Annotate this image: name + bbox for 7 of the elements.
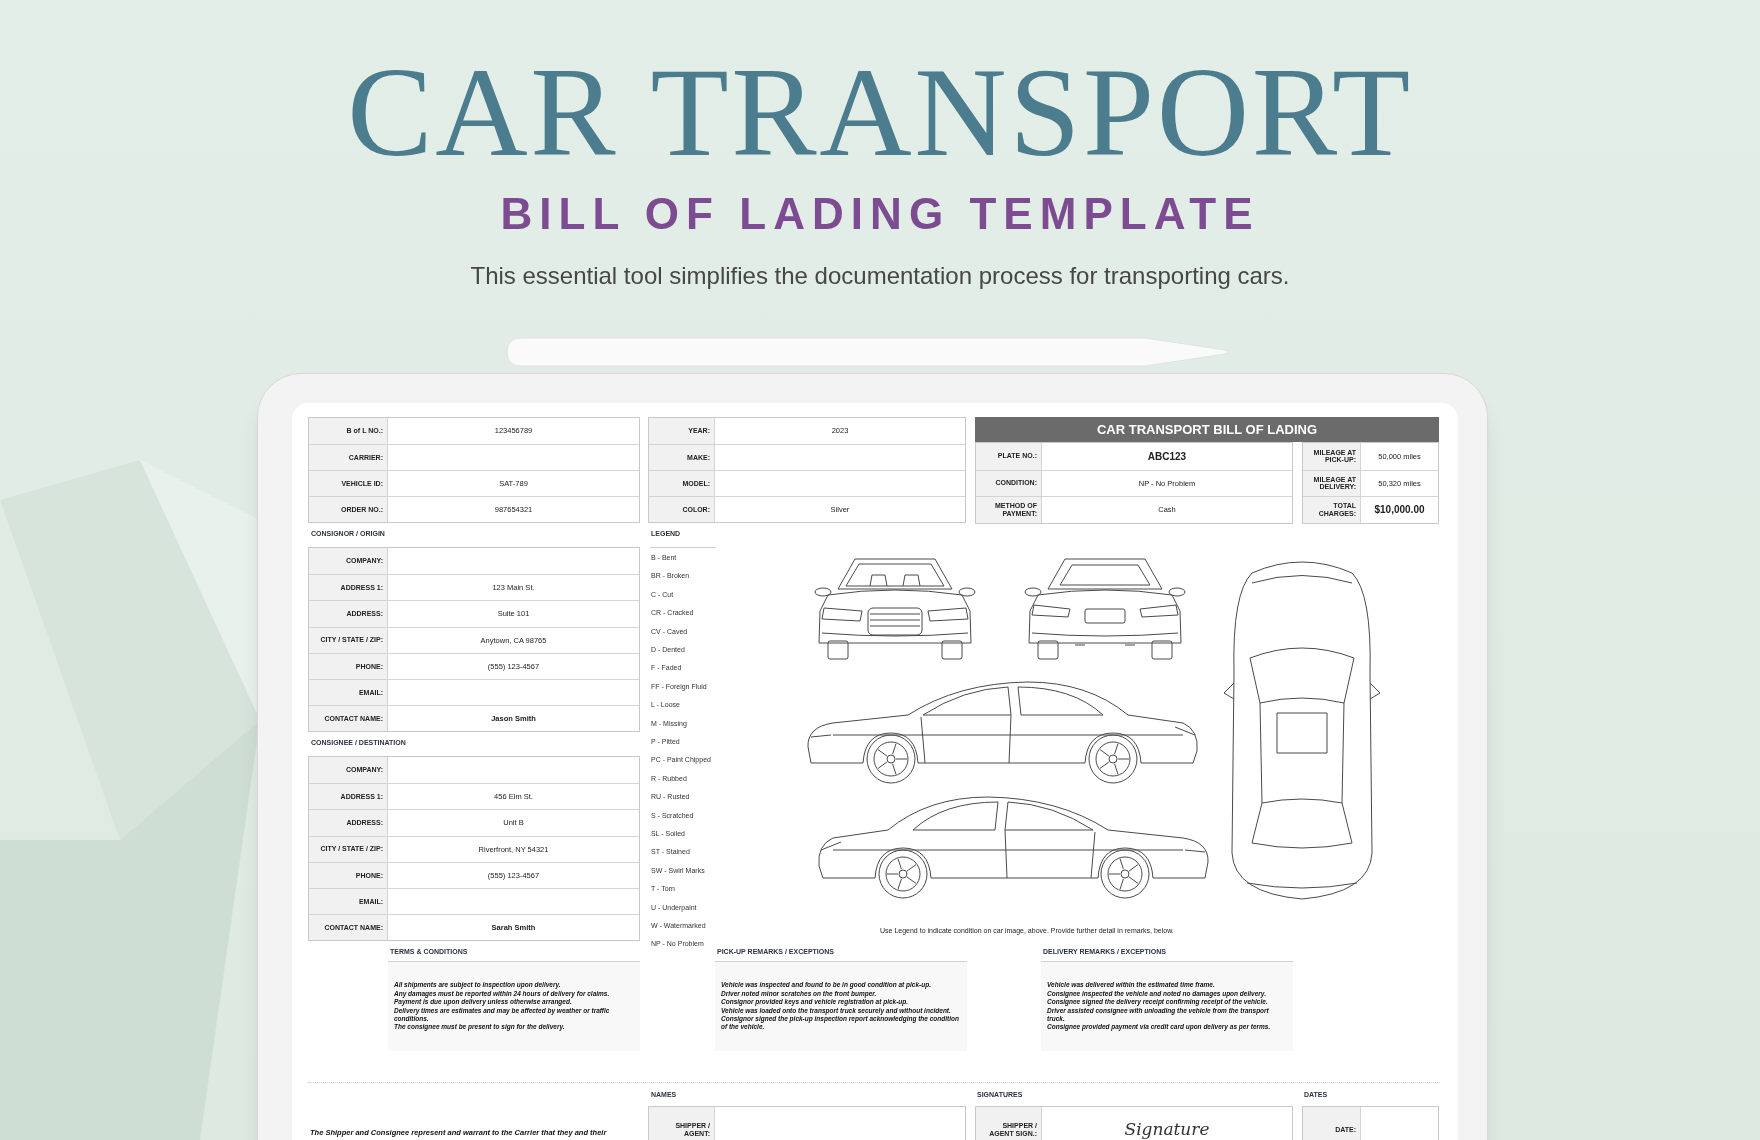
page-title: CAR TRANSPORT bbox=[346, 48, 1414, 176]
form-header-bar: CAR TRANSPORT BILL OF LADING bbox=[975, 417, 1439, 442]
field-value: $10,000.00 bbox=[1373, 503, 1426, 518]
field-value: Signature bbox=[1123, 1118, 1211, 1140]
field-value: ABC123 bbox=[1146, 449, 1188, 464]
page-tagline: This essential tool simplifies the documentation process for transporting cars. bbox=[469, 264, 1291, 288]
page-subtitle: BILL OF LADING TEMPLATE bbox=[499, 192, 1261, 236]
